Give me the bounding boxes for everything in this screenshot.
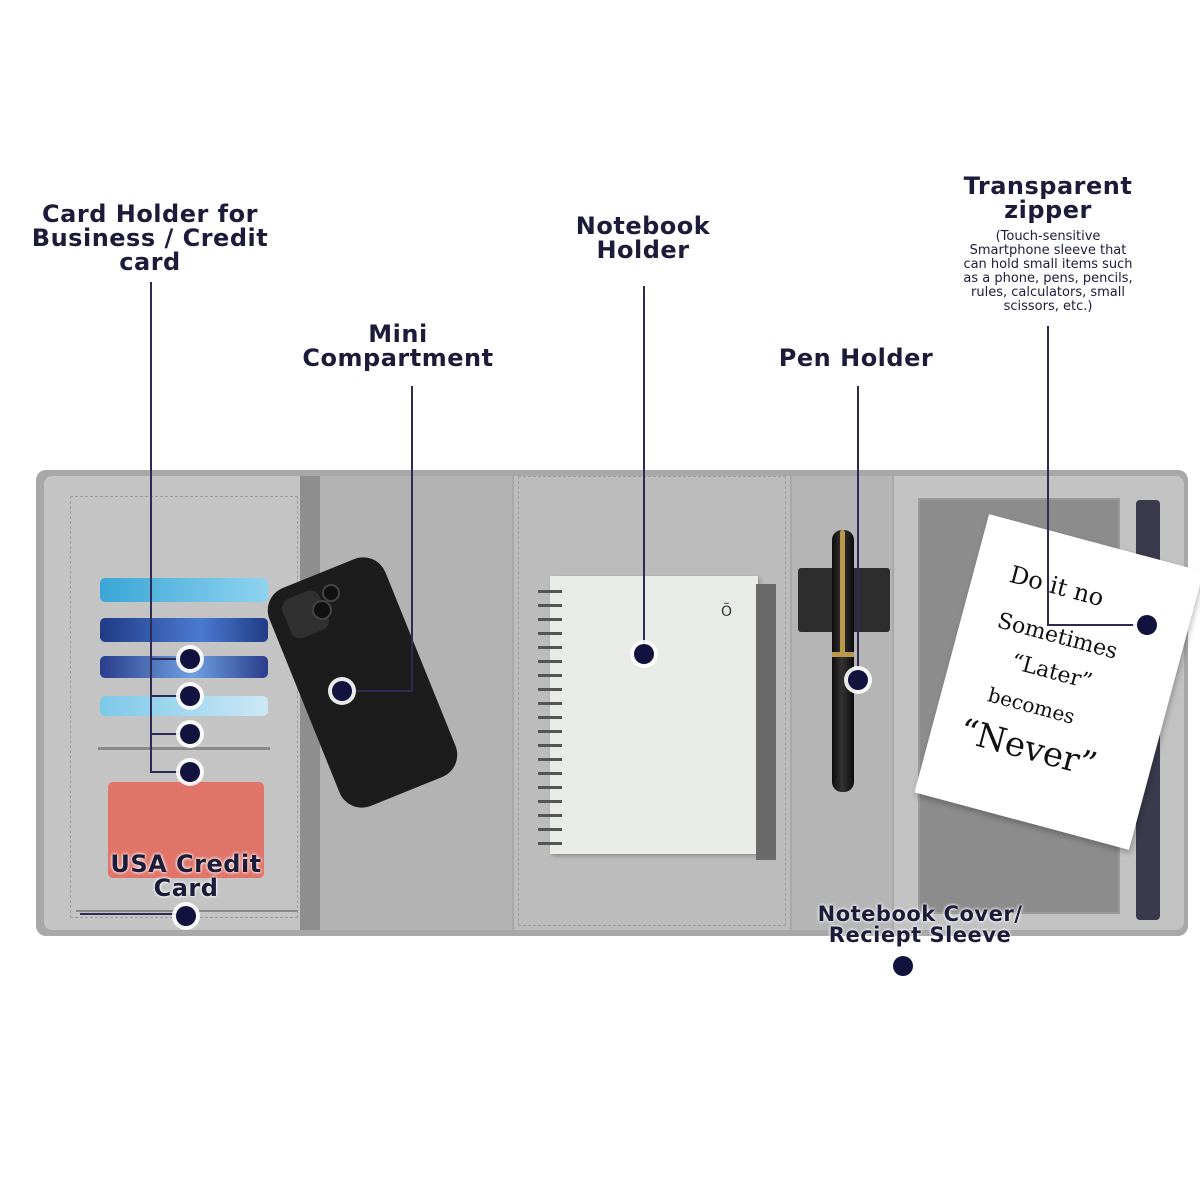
notebook-cover-label: Notebook Cover/ Reciept Sleeve — [800, 904, 1040, 946]
notebook-cover-label-line-1: Notebook Cover/ — [817, 902, 1023, 926]
note-line-5: “Never” — [955, 710, 1101, 786]
usa-credit-card-label: USA Credit Card — [96, 852, 276, 900]
usa-credit-card-image — [108, 782, 264, 878]
mini-compartment-label-line-1: Mini — [368, 320, 428, 348]
transparent-zipper-detail: (Touch-sensitive Smartphone sleeve that … — [930, 230, 1166, 314]
notebook-holder-line — [643, 286, 645, 654]
card-holder-branch-4 — [150, 771, 190, 773]
card-holder-branch-2 — [150, 695, 190, 697]
card-holder-branch-3 — [150, 733, 190, 735]
phone-camera-lens — [312, 600, 332, 620]
usa-credit-card-label-line-2: Card — [153, 874, 219, 902]
zipper-detail-line-3: can hold small items such — [963, 257, 1133, 272]
business-card-4 — [100, 696, 268, 716]
zipper-line-v — [1047, 326, 1049, 626]
pen-holder-label: Pen Holder — [756, 346, 956, 370]
card-slot-dot-2 — [180, 686, 200, 706]
mini-compartment-line-h — [342, 690, 413, 692]
notebook-mark: Õ — [720, 604, 732, 620]
transparent-zipper-label: Transparent zipper — [940, 174, 1156, 222]
business-card-1 — [100, 578, 268, 602]
center-panel-stitching — [518, 476, 786, 926]
usa-credit-card-label-line-1: USA Credit — [110, 850, 262, 878]
transparent-zipper-label-line-1: Transparent — [963, 172, 1133, 200]
card-holder-label-line-2: Business / Credit — [31, 224, 269, 252]
zipper-detail-line-5: rules, calculators, small — [971, 285, 1125, 300]
phone-camera-lens-2 — [322, 584, 340, 602]
zipper-detail-line-4: as a phone, pens, pencils, — [963, 271, 1133, 286]
notebook-back-cover — [756, 584, 776, 860]
card-slot-dot-4 — [180, 762, 200, 782]
card-holder-label-line-3: card — [119, 248, 181, 276]
card-slot-5 — [98, 747, 270, 750]
card-holder-branch-1 — [150, 658, 190, 660]
notebook-holder-label-line-1: Notebook — [575, 212, 711, 240]
pen-clip — [840, 530, 845, 655]
transparent-zipper-label-line-2: zipper — [1004, 196, 1092, 224]
spiral-notebook: Õ — [550, 576, 758, 854]
notebook-spiral — [538, 584, 562, 846]
mini-compartment-line-v — [411, 386, 413, 692]
card-holder-label-line-1: Card Holder for — [42, 200, 258, 228]
zipper-dot — [1137, 615, 1157, 635]
zipper-detail-line-6: scissors, etc.) — [1003, 299, 1093, 314]
card-slot-dot-3 — [180, 724, 200, 744]
pen-holder-line — [857, 386, 859, 680]
notebook-holder-label: Notebook Holder — [538, 214, 748, 262]
pen-holder-dot — [848, 670, 868, 690]
notebook-cover-dot — [893, 956, 913, 976]
card-holder-line — [150, 282, 152, 772]
pen — [832, 530, 854, 792]
notebook-cover-label-line-2: Reciept Sleeve — [828, 923, 1012, 947]
mini-compartment-dot — [332, 681, 352, 701]
pen-ring — [832, 652, 854, 657]
mini-compartment-label-line-2: Compartment — [302, 344, 494, 372]
zipper-detail-line-2: Smartphone sleeve that — [969, 243, 1127, 258]
usa-card-line — [80, 913, 186, 915]
card-holder-label: Card Holder for Business / Credit card — [20, 202, 280, 274]
note-line-1: Do it no — [1006, 560, 1107, 613]
notebook-holder-dot — [634, 644, 654, 664]
zipper-detail-line-1: (Touch-sensitive — [995, 229, 1101, 244]
card-slot-dot-1 — [180, 649, 200, 669]
pen-holder-label-line-1: Pen Holder — [778, 344, 934, 372]
mini-compartment-label: Mini Compartment — [278, 322, 518, 370]
notebook-holder-label-line-2: Holder — [596, 236, 690, 264]
usa-card-dot — [176, 906, 196, 926]
zipper-line-h — [1047, 624, 1147, 626]
business-card-2 — [100, 618, 268, 642]
note-line-3: “Later” — [1008, 649, 1095, 696]
